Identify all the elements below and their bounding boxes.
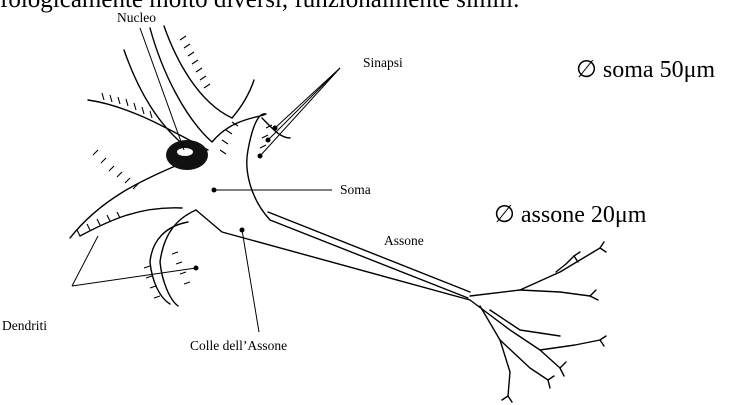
neuron-outline: [70, 26, 470, 306]
label-dendriti: Dendriti: [2, 318, 47, 333]
nucleus-highlight: [177, 148, 193, 156]
pointer-lines: [72, 28, 340, 332]
label-nucleo: Nucleo: [117, 10, 156, 25]
label-assone: Assone: [384, 233, 424, 248]
annotation-axon-diameter: ∅ assone 20μm: [494, 202, 647, 228]
axon-terminals: [470, 242, 606, 402]
annotation-soma-diameter: ∅ soma 50μm: [576, 57, 715, 83]
label-sinapsi: Sinapsi: [363, 55, 403, 70]
label-colle-dell-assone: Colle dell’Assone: [190, 338, 287, 353]
label-soma: Soma: [340, 182, 371, 197]
